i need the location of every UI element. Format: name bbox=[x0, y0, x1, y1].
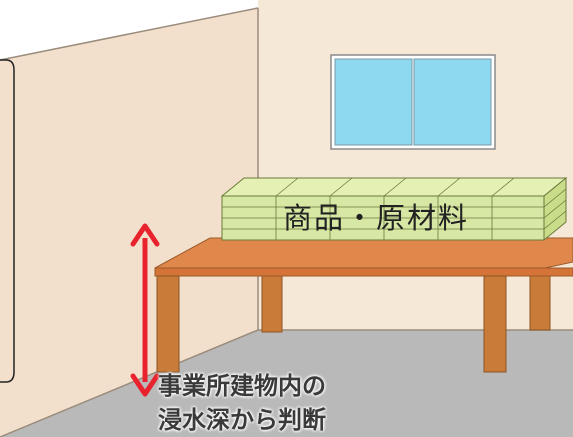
left-wall-top-edge bbox=[0, 0, 258, 60]
table-top bbox=[154, 237, 573, 269]
note-line-2: 浸水深から判断 bbox=[158, 406, 326, 434]
callout-box bbox=[0, 59, 15, 383]
goods-stack bbox=[220, 176, 568, 242]
table-leg-front-right bbox=[483, 275, 507, 373]
table-leg-front-left bbox=[156, 275, 180, 373]
left-wall bbox=[0, 0, 258, 437]
back-wall bbox=[258, 0, 573, 330]
goods-label: 商品・原材料 bbox=[282, 201, 469, 235]
height-arrow bbox=[130, 223, 160, 397]
left-wall-edge bbox=[0, 7, 259, 61]
note-line-1: 事業所建物内の bbox=[158, 372, 326, 400]
floor-line-left bbox=[0, 329, 259, 437]
table-top-front bbox=[154, 267, 573, 277]
floor bbox=[0, 330, 573, 437]
window bbox=[330, 54, 496, 150]
table-leg-back-right bbox=[529, 267, 551, 331]
table-leg-back-left bbox=[261, 271, 283, 333]
